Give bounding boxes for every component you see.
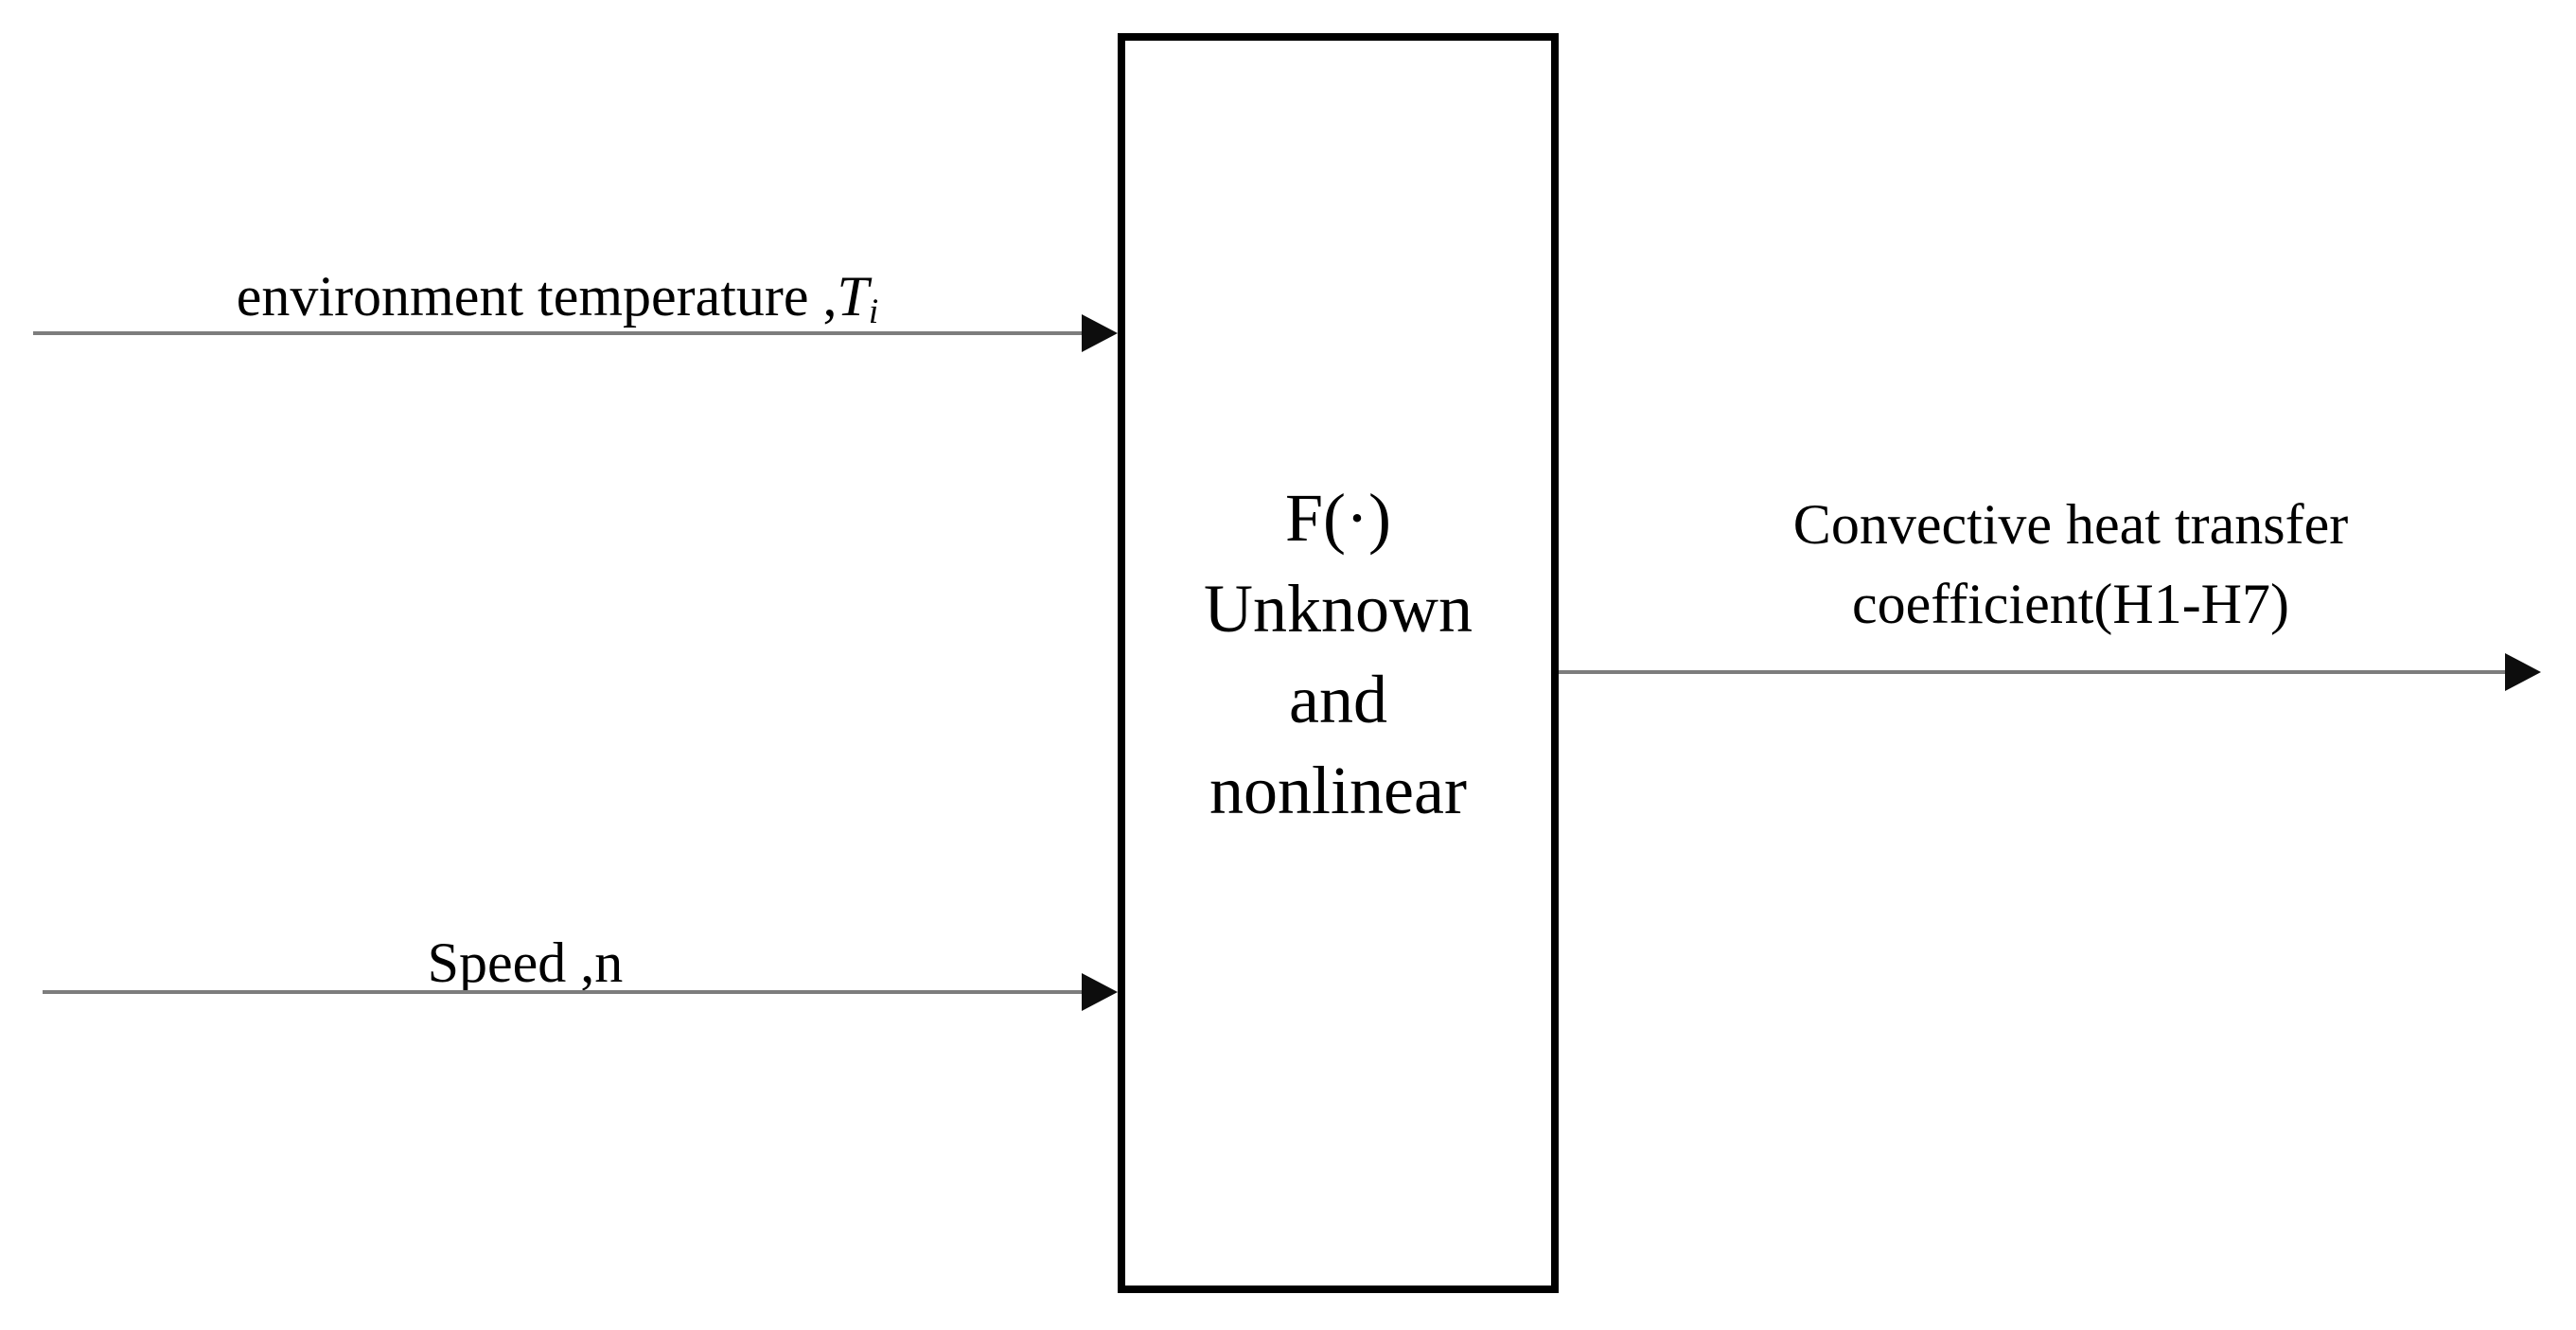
box-text-line-function: F(·) [1285,479,1391,556]
environment-temperature-arrowhead-icon [1082,314,1118,352]
output-label: Convective heat transfer coefficient(H1-… [1609,485,2532,644]
box-text-line-unknown: Unknown [1204,570,1473,647]
speed-arrowhead-icon [1082,973,1118,1011]
environment-temperature-label: environment temperature ,Ti [33,267,1082,342]
output-label-line1: Convective heat transfer [1792,493,2349,556]
output-arrowhead-icon [2505,653,2541,691]
output-label-line2: coefficient(H1-H7) [1851,573,2289,635]
speed-arrow-line [43,990,1082,994]
temperature-symbol-subscript: i [868,293,879,332]
box-text-line-and: and [1289,661,1387,737]
unknown-function-box-text: F(·) Unknown and nonlinear [1204,472,1473,836]
unknown-function-box: F(·) Unknown and nonlinear [1118,33,1559,1293]
speed-label: Speed ,n [427,931,624,994]
temperature-symbol: T [837,265,869,328]
environment-temperature-label-text: environment temperature , [236,265,838,328]
box-text-line-nonlinear: nonlinear [1209,752,1467,828]
environment-temperature-arrow-line [33,331,1082,335]
output-arrow-line [1559,670,2505,674]
